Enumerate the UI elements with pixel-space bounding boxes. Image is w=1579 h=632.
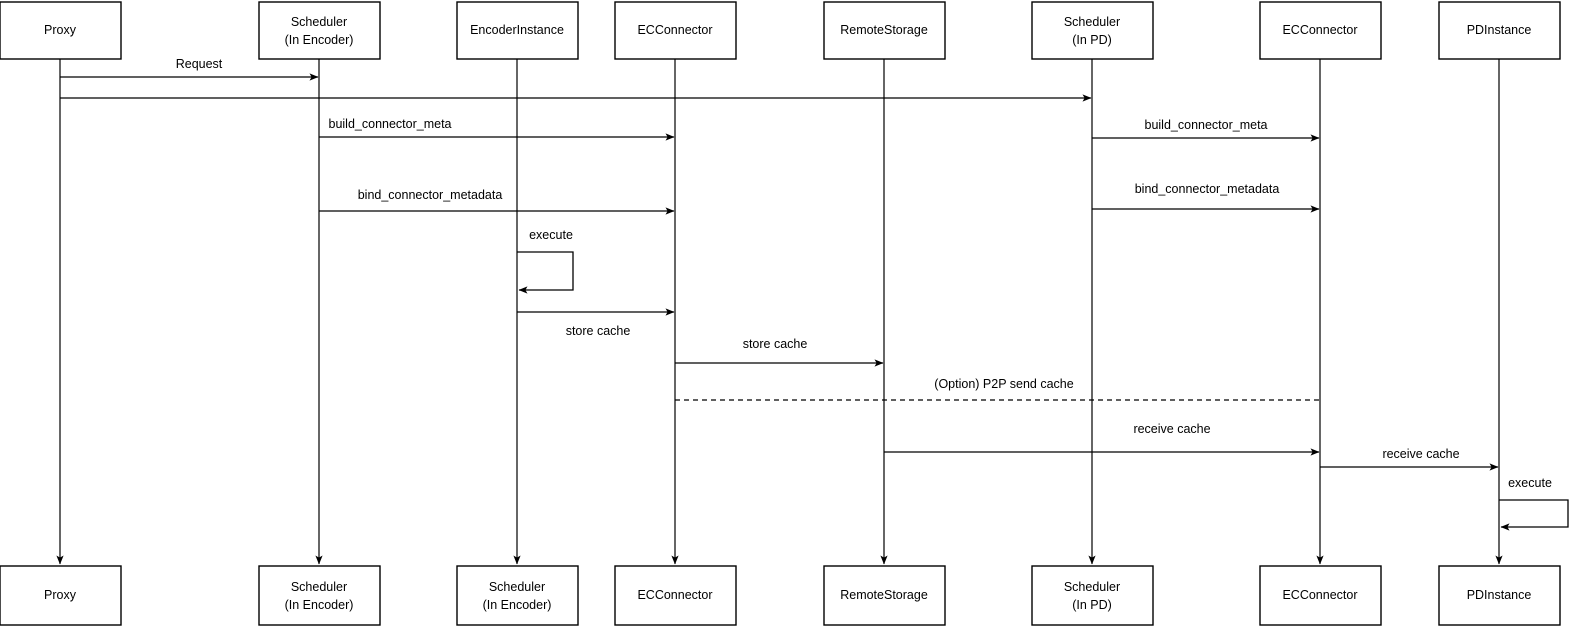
participant-foot-sublabel-encoder_inst: (In Encoder)	[483, 598, 552, 612]
participant-foot-label-ec_conn_left: ECConnector	[637, 588, 712, 602]
participant-foot-label-sched_encoder: Scheduler	[291, 580, 347, 594]
participant-head-label-ec_conn_right: ECConnector	[1282, 23, 1357, 37]
participant-head-label-encoder_inst: EncoderInstance	[470, 23, 564, 37]
participant-head-label-proxy: Proxy	[44, 23, 77, 37]
self-messages-group: execute execute	[517, 228, 1569, 531]
message-label-m11: receive cache	[1382, 447, 1459, 461]
participant-foot-label-encoder_inst: Scheduler	[489, 580, 545, 594]
participant-foot-box-encoder_inst[interactable]	[456, 565, 579, 626]
participant-foot-label-pd_instance: PDInstance	[1467, 588, 1532, 602]
participant-head-box-pd_instance[interactable]	[1438, 1, 1561, 60]
participant-foot-box-ec_conn_left[interactable]	[614, 565, 737, 626]
participant-head-box-proxy[interactable]	[0, 1, 122, 60]
participant-foot-label-proxy: Proxy	[44, 588, 77, 602]
participant-head-boxes: Proxy Scheduler (In Encoder) EncoderInstanc…	[0, 1, 1561, 60]
participant-head-box-ec_conn_right[interactable]	[1259, 1, 1382, 60]
participant-head-label-ec_conn_left: ECConnector	[637, 23, 712, 37]
participant-foot-box-ec_conn_right[interactable]	[1259, 565, 1382, 626]
participant-head-label-sched_pd: Scheduler	[1064, 15, 1120, 29]
lifeline-lines-group	[56, 59, 1503, 565]
participant-foot-box-sched_pd[interactable]	[1031, 565, 1154, 626]
message-label-m9: (Option) P2P send cache	[934, 377, 1073, 391]
message-label-m7: store cache	[566, 324, 631, 338]
participant-foot-label-ec_conn_right: ECConnector	[1282, 588, 1357, 602]
participant-foot-box-remote_storage[interactable]	[823, 565, 946, 626]
message-label-m5: bind_connector_metadata	[358, 188, 503, 202]
participant-head-label-remote_storage: RemoteStorage	[840, 23, 928, 37]
participant-head-sublabel-sched_pd: (In PD)	[1072, 33, 1112, 47]
participant-head-label-sched_encoder: Scheduler	[291, 15, 347, 29]
participant-foot-label-sched_pd: Scheduler	[1064, 580, 1120, 594]
participant-foot-sublabel-sched_pd: (In PD)	[1072, 598, 1112, 612]
message-label-m1: Request	[176, 57, 223, 71]
participant-head-box-remote_storage[interactable]	[823, 1, 946, 60]
participant-foot-box-pd_instance[interactable]	[1438, 565, 1561, 626]
message-label-m3: build_connector_meta	[329, 117, 452, 131]
self-message-label-s1: execute	[529, 228, 573, 242]
message-label-m4: build_connector_meta	[1145, 118, 1268, 132]
self-message-label-s2: execute	[1508, 476, 1552, 490]
participant-foot-box-sched_encoder[interactable]	[258, 565, 381, 626]
participant-head-box-sched_pd[interactable]	[1031, 1, 1154, 60]
participant-head-box-ec_conn_left[interactable]	[614, 1, 737, 60]
self-message-s1[interactable]	[517, 251, 574, 294]
participant-head-label-pd_instance: PDInstance	[1467, 23, 1532, 37]
messages-group: Request build_connector_meta build_connect…	[60, 57, 1499, 471]
self-message-s2[interactable]	[1499, 499, 1569, 531]
participant-foot-sublabel-sched_encoder: (In Encoder)	[285, 598, 354, 612]
participant-head-box-sched_encoder[interactable]	[258, 1, 381, 60]
message-label-m8: store cache	[743, 337, 808, 351]
participant-head-sublabel-sched_encoder: (In Encoder)	[285, 33, 354, 47]
message-label-m6: bind_connector_metadata	[1135, 182, 1280, 196]
participant-foot-label-remote_storage: RemoteStorage	[840, 588, 928, 602]
participant-head-box-encoder_inst[interactable]	[456, 1, 579, 60]
participant-foot-boxes: Proxy Scheduler (In Encoder) Scheduler (In E…	[0, 565, 1561, 626]
participant-foot-box-proxy[interactable]	[0, 565, 122, 626]
message-label-m10: receive cache	[1133, 422, 1210, 436]
